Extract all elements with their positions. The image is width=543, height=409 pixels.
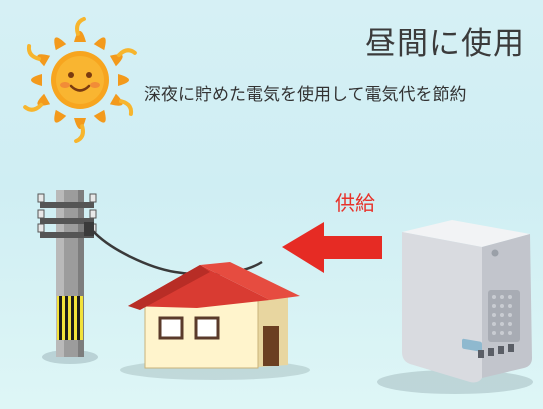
house-icon (128, 262, 300, 369)
scene-title: 昼間に使用 (365, 26, 525, 62)
utility-pole-icon (37, 190, 97, 357)
supply-label: 供給 (335, 191, 375, 215)
supply-arrow-icon (282, 222, 382, 273)
scene-subtitle: 深夜に貯めた電気を使用して電気代を節約 (144, 85, 467, 105)
sun-icon (23, 16, 137, 144)
battery-storage-icon (402, 220, 532, 383)
